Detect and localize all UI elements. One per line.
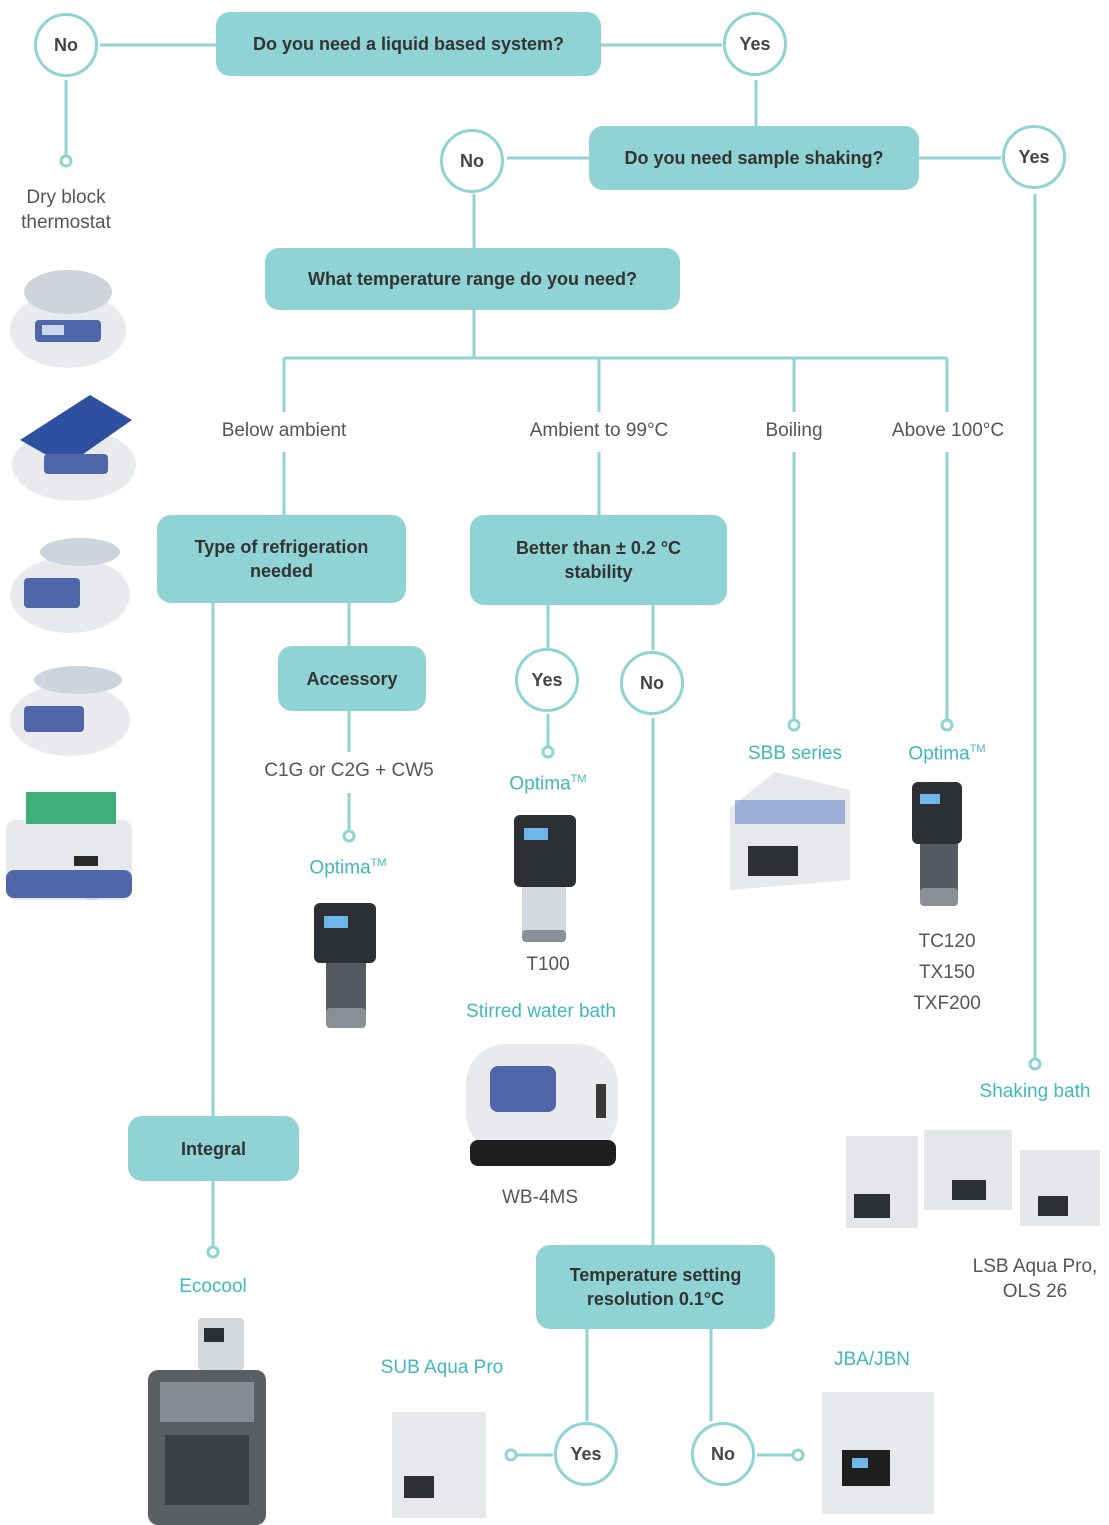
product-optima-above: OptimaTM — [887, 743, 1007, 765]
dry-block-image-5 — [6, 792, 132, 900]
answer-no-stability: No — [620, 651, 684, 715]
option-integral: Integral — [128, 1116, 299, 1181]
question-temperature-range: What temperature range do you need? — [265, 248, 680, 310]
trademark: TM — [370, 857, 387, 869]
ecocool-image — [148, 1318, 266, 1525]
range-ambient-99: Ambient to 99°C — [529, 420, 669, 441]
accessory-parts: C1G or C2G + CW5 — [264, 760, 434, 781]
question-sample-shaking: Do you need sample shaking? — [589, 126, 919, 190]
model-tc120: TC120 — [918, 931, 976, 952]
sbb-bath-image — [730, 772, 850, 890]
question-liquid-system: Do you need a liquid based system? — [216, 12, 601, 76]
product-shaking-bath: Shaking bath — [979, 1081, 1091, 1102]
product-t100: T100 — [526, 954, 570, 975]
product-lsb-ols: LSB Aqua Pro, OLS 26 — [972, 1256, 1098, 1302]
range-boiling: Boiling — [765, 420, 823, 441]
product-sub-aqua-pro: SUB Aqua Pro — [380, 1357, 504, 1378]
question-resolution: Temperature setting resolution 0.1°C — [536, 1245, 775, 1329]
question-stability: Better than ± 0.2 °C stability — [470, 515, 727, 605]
product-optima-accessory: OptimaTM — [288, 857, 408, 879]
optima-image-left — [314, 903, 376, 1028]
answer-no-shaking: No — [440, 129, 504, 193]
product-model-list: TC120 TX150 TXF200 — [897, 926, 997, 1019]
optima-label: Optima — [908, 743, 970, 765]
answer-yes-shaking: Yes — [1002, 125, 1066, 189]
option-accessory: Accessory — [278, 646, 426, 711]
range-below-ambient: Below ambient — [221, 420, 347, 441]
question-refrigeration: Type of refrigeration needed — [157, 515, 406, 603]
stirred-bath-image — [466, 1044, 618, 1166]
product-jba-jbn: JBA/JBN — [833, 1349, 911, 1370]
shaking-bath-image — [846, 1130, 1100, 1228]
range-above-100: Above 100°C — [891, 420, 1005, 441]
dry-block-image-3 — [10, 538, 130, 633]
answer-no-liquid: No — [34, 13, 98, 77]
jba-bath-image — [822, 1392, 934, 1514]
product-ecocool: Ecocool — [179, 1276, 247, 1297]
answer-yes-stability: Yes — [515, 648, 579, 712]
trademark: TM — [570, 773, 587, 785]
answer-no-resolution: No — [691, 1422, 755, 1486]
optima-image-tc120 — [912, 782, 962, 906]
answer-yes-liquid: Yes — [723, 12, 787, 76]
dry-block-image-4 — [10, 666, 130, 756]
optima-label: Optima — [509, 773, 571, 795]
trademark: TM — [969, 743, 986, 755]
model-tx150: TX150 — [919, 962, 975, 983]
product-stirred-bath: Stirred water bath — [466, 1001, 616, 1022]
model-txf200: TXF200 — [913, 993, 981, 1014]
optima-image-t100 — [514, 815, 576, 942]
product-optima-stability: OptimaTM — [488, 773, 608, 795]
dry-block-image-2 — [12, 395, 136, 501]
optima-label: Optima — [309, 857, 371, 879]
product-dry-block: Dry block thermostat — [21, 187, 111, 233]
product-wb4ms: WB-4MS — [502, 1187, 578, 1208]
answer-yes-resolution: Yes — [554, 1422, 618, 1486]
sub-bath-image — [392, 1412, 486, 1518]
product-sbb-series: SBB series — [748, 743, 842, 764]
dry-block-image-1 — [10, 270, 126, 368]
